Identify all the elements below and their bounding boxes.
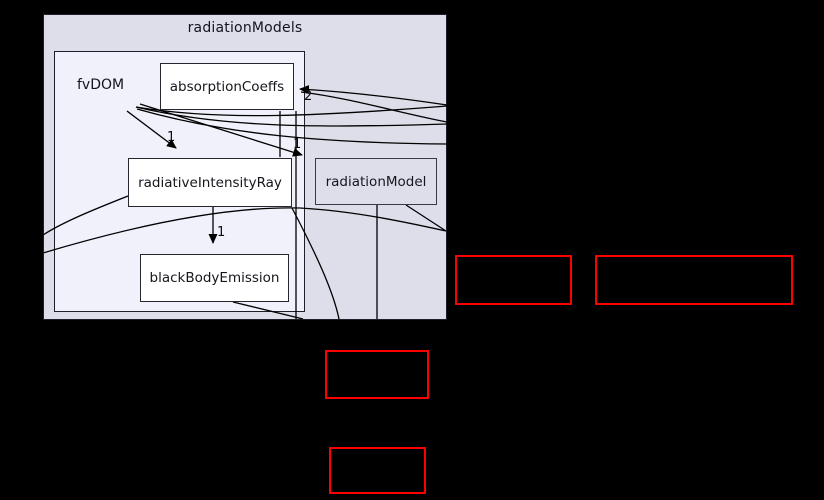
edge-label-into-absorptionCoeffs: 2 [304, 89, 313, 104]
node-absorptionCoeffs[interactable]: absorptionCoeffs [160, 63, 294, 110]
node-absorptionCoeffs-label: absorptionCoeffs [169, 78, 285, 95]
external-box-right-large[interactable] [595, 255, 793, 305]
node-radiativeIntensityRay-label: radiativeIntensityRay [138, 174, 282, 191]
external-box-bottom-upper[interactable] [325, 350, 429, 399]
edge-label-into-radiativeIntensityRay: 1 [167, 130, 176, 145]
node-blackBodyEmission-label: blackBodyEmission [149, 270, 280, 286]
cluster-fvDOM-label[interactable]: fvDOM [77, 77, 125, 93]
node-radiationModel-label: radiationModel [325, 173, 427, 190]
cluster-radiationModels-label[interactable]: radiationModels [187, 20, 303, 36]
node-blackBodyEmission[interactable]: blackBodyEmission [140, 254, 289, 302]
external-box-bottom-lower[interactable] [329, 447, 426, 494]
external-box-right-small[interactable] [455, 255, 572, 305]
node-radiationModel[interactable]: radiationModel [315, 158, 437, 205]
edge-label-into-blackBodyEmission: 1 [217, 225, 226, 240]
node-radiativeIntensityRay[interactable]: radiativeIntensityRay [128, 158, 292, 207]
edge-label-into-radiationModel: 1 [293, 137, 302, 152]
